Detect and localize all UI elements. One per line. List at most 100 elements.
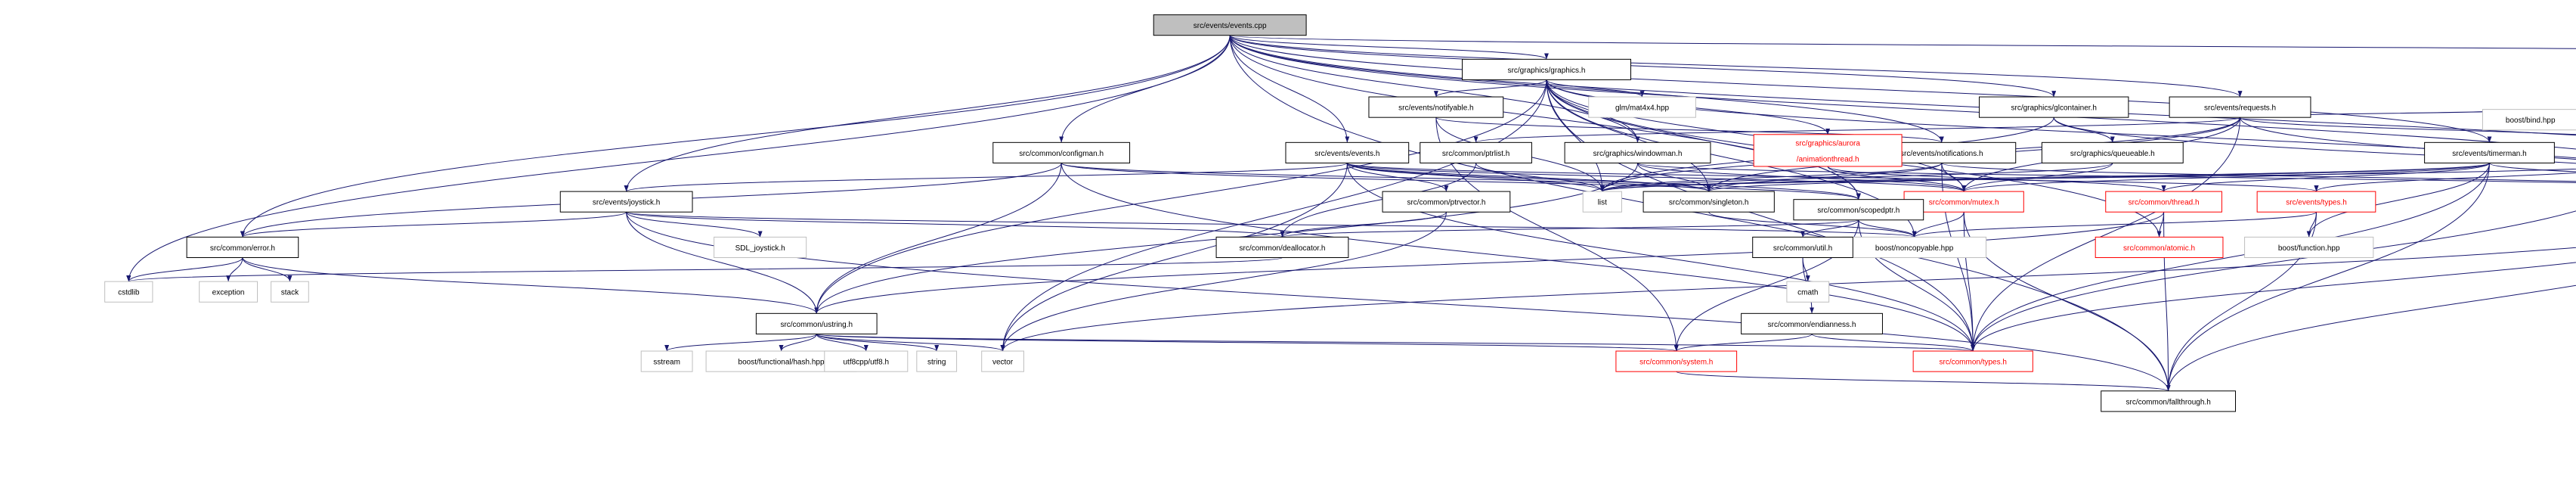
edge-configman_h-to-scopedptr_h: [1060, 163, 1861, 200]
edge-events_cpp-to-glcontainer_h: [1229, 35, 2056, 98]
node-configman_h[interactable]: src/common/configman.h: [992, 141, 1131, 163]
edge-timerman_h-to-mutex_h: [1961, 163, 2490, 192]
node-box: [1793, 199, 1924, 221]
node-util_h[interactable]: src/common/util.h: [1752, 236, 1853, 258]
edge-requests_h-to-common_types_h: [1971, 117, 2241, 352]
edge-singleton_h-to-boost_noncopy: [1708, 211, 1917, 238]
node-windowman_h[interactable]: src/graphics/windowman.h: [1564, 141, 1711, 163]
edge-ustring_h-to-utf8cpp: [816, 334, 868, 352]
node-box: [1615, 350, 1738, 372]
node-box: [2105, 191, 2222, 213]
node-notifyable_h[interactable]: src/events/notifyable.h: [1368, 96, 1504, 118]
node-label: src/events/timerman.h: [2452, 150, 2526, 158]
edge-events_cpp-to-requests_h: [1229, 35, 2243, 98]
node-cstdlib[interactable]: cstdlib: [104, 281, 153, 303]
edge-ev_types_h-to-boost_noncopy: [1912, 211, 2317, 238]
edge-notifyable_h-to-notifications_h: [1435, 117, 1944, 143]
edge-joystick_h-to-ustring_h: [626, 212, 819, 314]
node-box: [559, 191, 693, 213]
node-glm_mat4x4[interactable]: glm/mat4x4.hpp: [1588, 96, 1696, 118]
node-queueable_h[interactable]: src/graphics/queueable.h: [2041, 141, 2184, 163]
node-ptrvector_h[interactable]: src/common/ptrvector.h: [1382, 191, 1511, 213]
edge-graphics_h-to-vector: [1000, 79, 1547, 352]
edge-events_h-to-joystick_h: [624, 163, 1348, 192]
node-box: [1420, 141, 1532, 163]
node-label: src/graphics/aurora: [1795, 139, 1860, 148]
edge-events_cpp-to-joystick_h: [624, 35, 1231, 192]
node-system_h[interactable]: src/common/system.h: [1615, 350, 1738, 372]
node-label: src/common/ptrlist.h: [1442, 150, 1509, 158]
node-error_h[interactable]: src/common/error.h: [186, 236, 299, 258]
node-thread_h[interactable]: src/common/thread.h: [2105, 191, 2222, 213]
node-label: src/events/events.h: [1314, 150, 1379, 158]
edge-timerman_h-to-boost_function: [2306, 163, 2490, 238]
node-boost_function[interactable]: boost/function.hpp: [2244, 236, 2374, 258]
node-box: [1753, 134, 1903, 167]
node-string[interactable]: string: [916, 350, 958, 372]
edge-thread_h-to-ustring_h: [814, 212, 2165, 314]
node-vector[interactable]: vector: [981, 350, 1024, 372]
node-sstream[interactable]: sstream: [640, 350, 693, 372]
node-box: [992, 141, 1131, 163]
node-stack[interactable]: stack: [271, 281, 309, 303]
node-aurora_anim[interactable]: src/graphics/aurora/animationthread.h: [1753, 134, 1903, 167]
edge-joystick_h-to-sdl_joystick: [626, 211, 763, 238]
node-exception[interactable]: exception: [199, 281, 258, 303]
node-list[interactable]: list: [1582, 191, 1622, 213]
node-graphics_h[interactable]: src/graphics/graphics.h: [1462, 58, 1631, 80]
node-atomic_h[interactable]: src/common/atomic.h: [2095, 236, 2224, 258]
node-sdl_joystick[interactable]: SDL_joystick.h: [714, 236, 807, 258]
node-box: [1842, 236, 1987, 258]
edge-configman_h-to-common_types_h: [1060, 163, 1976, 352]
node-box: [1752, 236, 1853, 258]
node-box: [186, 236, 299, 258]
edge-notifications_h-to-singleton_h: [1706, 163, 1943, 192]
node-events_cpp[interactable]: src/events/events.cpp: [1153, 14, 1307, 36]
edge-notifications_h-to-gfx_types_h: [1941, 163, 2576, 182]
node-cmath[interactable]: cmath: [1786, 281, 1830, 303]
node-label: src/common/mutex.h: [1929, 199, 1999, 207]
node-ptrlist_h[interactable]: src/common/ptrlist.h: [1420, 141, 1532, 163]
edge-gfx_types_h-to-common_types_h: [1971, 262, 2576, 352]
edge-aurora_anim-to-mutex_h: [1827, 166, 1967, 192]
node-timerman_h[interactable]: src/events/timerman.h: [2424, 141, 2555, 163]
edge-timerman_h-to-fallthrough_h: [2166, 163, 2490, 391]
node-boost_bind[interactable]: boost/bind.hpp: [2482, 109, 2576, 131]
node-label: boost/bind.hpp: [2506, 117, 2556, 125]
edge-windowman_h-to-gfx_types_h: [1637, 163, 2576, 183]
node-box: [916, 350, 958, 372]
edge-notifications_h-to-list: [1600, 163, 1943, 192]
node-label: src/common/deallocator.h: [1239, 244, 1325, 253]
edge-events_h-to-ev_types_h: [1346, 163, 2318, 192]
edge-events_cpp-to-graphics_h: [1229, 35, 1549, 60]
edge-gfx_types_h-to-fallthrough_h: [2166, 284, 2576, 391]
node-common_types_h[interactable]: src/common/types.h: [1912, 350, 2033, 372]
node-singleton_h[interactable]: src/common/singleton.h: [1643, 191, 1775, 213]
node-scopedptr_h[interactable]: src/common/scopedptr.h: [1793, 199, 1924, 221]
node-box: [1582, 191, 1622, 213]
node-ustring_h[interactable]: src/common/ustring.h: [755, 312, 878, 334]
node-label: src/events/notifications.h: [1900, 150, 1983, 158]
edge-configman_h-to-singleton_h: [1060, 163, 1711, 192]
node-deallocator_h[interactable]: src/common/deallocator.h: [1215, 236, 1349, 258]
node-mutex_h[interactable]: src/common/mutex.h: [1903, 191, 2024, 213]
node-box: [2244, 236, 2374, 258]
node-label: src/events/types.h: [2286, 199, 2347, 207]
node-boost_noncopy[interactable]: boost/noncopyable.hpp: [1842, 236, 1987, 258]
edge-error_h-to-stack: [242, 257, 293, 282]
edge-graphics_h-to-common_types_h: [1546, 79, 1976, 352]
node-ev_types_h[interactable]: src/events/types.h: [2256, 191, 2376, 213]
node-requests_h[interactable]: src/events/requests.h: [2169, 96, 2311, 118]
node-label: src/common/ptrvector.h: [1407, 199, 1485, 207]
node-events_h[interactable]: src/events/events.h: [1285, 141, 1410, 163]
node-label: src/common/scopedptr.h: [1817, 207, 1899, 215]
edge-joystick_h-to-deallocator_h: [626, 211, 1285, 238]
node-glcontainer_h[interactable]: src/graphics/glcontainer.h: [1979, 96, 2129, 118]
node-label: list: [1598, 199, 1607, 207]
node-joystick_h[interactable]: src/events/joystick.h: [559, 191, 693, 213]
edge-glcontainer_h-to-queueable_h: [2053, 117, 2115, 143]
node-fallthrough_h[interactable]: src/common/fallthrough.h: [2101, 390, 2237, 412]
edge-joystick_h-to-boost_noncopy: [626, 211, 1916, 238]
node-endianness_h[interactable]: src/common/endianness.h: [1741, 312, 1883, 334]
node-utf8cpp[interactable]: utf8cpp/utf8.h: [824, 350, 909, 372]
